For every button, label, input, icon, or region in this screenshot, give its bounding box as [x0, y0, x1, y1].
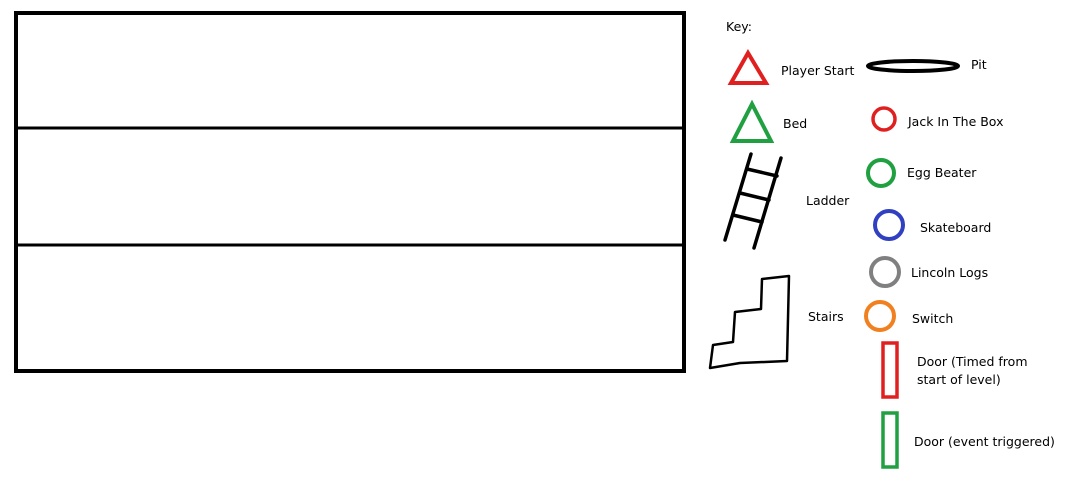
lincoln-logs-icon	[869, 256, 901, 288]
door-timed-icon	[881, 341, 899, 399]
lincoln-logs-label: Lincoln Logs	[911, 265, 989, 280]
door-event-label: Door (event triggered)	[914, 434, 1055, 449]
jack-in-the-box-icon	[871, 106, 897, 132]
jack-in-the-box-label: Jack In The Box	[908, 114, 1004, 129]
key-title: Key:	[726, 19, 752, 34]
stairs-icon	[708, 274, 791, 370]
level-grid	[14, 11, 686, 373]
ladder-label: Ladder	[806, 193, 850, 208]
player-start-icon	[727, 49, 770, 85]
stairs-label: Stairs	[808, 309, 844, 324]
player-start-label: Player Start	[781, 63, 855, 78]
egg-beater-label: Egg Beater	[907, 165, 977, 180]
bed-label: Bed	[783, 116, 808, 131]
pit-icon	[866, 59, 960, 73]
skateboard-label: Skateboard	[920, 220, 992, 235]
switch-label: Switch	[912, 311, 954, 326]
bed-icon	[729, 99, 775, 143]
skateboard-icon	[873, 209, 905, 241]
level-outline	[14, 11, 686, 373]
ladder-icon	[723, 152, 783, 250]
switch-icon	[864, 300, 896, 332]
door-timed-label: Door (Timed from start of level)	[917, 354, 1028, 387]
pit-label: Pit	[971, 57, 987, 72]
egg-beater-icon	[866, 158, 896, 188]
door-event-icon	[881, 411, 899, 469]
